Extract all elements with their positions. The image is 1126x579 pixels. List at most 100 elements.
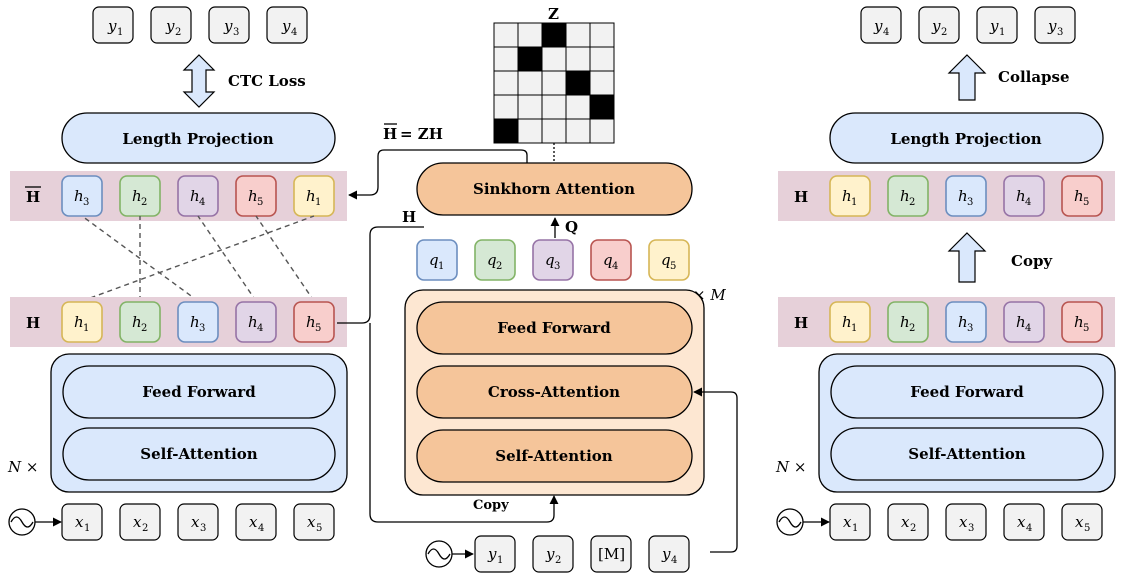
right-positional-icon [776,508,830,536]
right-length-projection [829,112,1104,164]
svg-text:5: 5 [670,261,676,272]
z-matrix-cell [493,70,519,96]
middle-positional-icon [425,540,474,568]
svg-text:h: h [306,313,316,331]
svg-text:q: q [429,251,439,269]
svg-text:2: 2 [141,323,147,334]
svg-text:5: 5 [1083,323,1089,334]
svg-text:2: 2 [909,323,915,334]
svg-text:2: 2 [555,555,561,566]
svg-text:h: h [1074,313,1084,331]
svg-text:4: 4 [612,261,618,272]
permutation-lines [81,215,315,302]
svg-text:2: 2 [909,197,915,208]
z-matrix-cell [565,94,591,120]
svg-text:q: q [545,251,555,269]
svg-text:x: x [1075,513,1084,531]
svg-text:4: 4 [199,197,205,208]
svg-text:y: y [223,17,233,35]
left-length-projection-label: Length Projection [122,130,273,148]
svg-text:2: 2 [142,523,148,534]
svg-text:4: 4 [257,323,263,334]
z-matrix-cell [541,22,567,48]
z-matrix [493,22,615,144]
svg-text:y: y [165,17,175,35]
left-h-label: H [26,314,40,332]
left-hbar-label: H [26,188,40,206]
svg-text:H: H [383,125,397,143]
z-label: Z [548,5,559,23]
svg-text:h: h [74,313,84,331]
z-matrix-cell [493,118,519,144]
z-matrix-cell [589,70,615,96]
z-matrix-cell [589,46,615,72]
z-matrix-cell [517,22,543,48]
left-self-attention [62,427,336,481]
right-copy-label: Copy [1011,252,1053,270]
svg-text:h: h [900,313,910,331]
z-matrix-cell [541,46,567,72]
right-top-h-label: H [794,188,808,206]
ctc-loss-label: CTC Loss [228,72,306,90]
right-feed-forward-label: Feed Forward [910,383,1024,401]
right-h-label: H [794,314,808,332]
svg-text:1: 1 [497,555,503,566]
z-matrix-cell [541,70,567,96]
svg-text:2: 2 [175,27,181,38]
middle-self-attention [416,429,693,483]
svg-text:h: h [1016,313,1026,331]
right-length-projection-label: Length Projection [890,130,1041,148]
svg-text:4: 4 [1026,523,1032,534]
svg-text:x: x [133,513,142,531]
decoder-input-token: [M] [590,535,632,573]
svg-text:h: h [132,187,142,205]
svg-text:3: 3 [967,323,973,334]
svg-text:5: 5 [316,523,322,534]
left-self-attention-label: Self-Attention [140,445,258,463]
svg-text:y: y [1047,17,1057,35]
z-matrix-cell [517,70,543,96]
svg-text:x: x [843,513,852,531]
middle-copy-label: Copy [473,498,509,513]
middle-feed-forward [416,301,693,355]
svg-text:3: 3 [968,523,974,534]
svg-text:3: 3 [83,197,89,208]
svg-text:5: 5 [315,323,321,334]
svg-text:1: 1 [315,197,321,208]
svg-text:2: 2 [141,197,147,208]
svg-text:4: 4 [258,523,264,534]
svg-text:h: h [958,313,968,331]
svg-text:1: 1 [84,523,90,534]
svg-text:[M]: [M] [598,545,625,563]
svg-text:q: q [487,251,497,269]
svg-text:y: y [487,545,497,563]
z-matrix-cell [493,22,519,48]
middle-self-attention-label: Self-Attention [495,447,613,465]
svg-text:h: h [248,313,258,331]
